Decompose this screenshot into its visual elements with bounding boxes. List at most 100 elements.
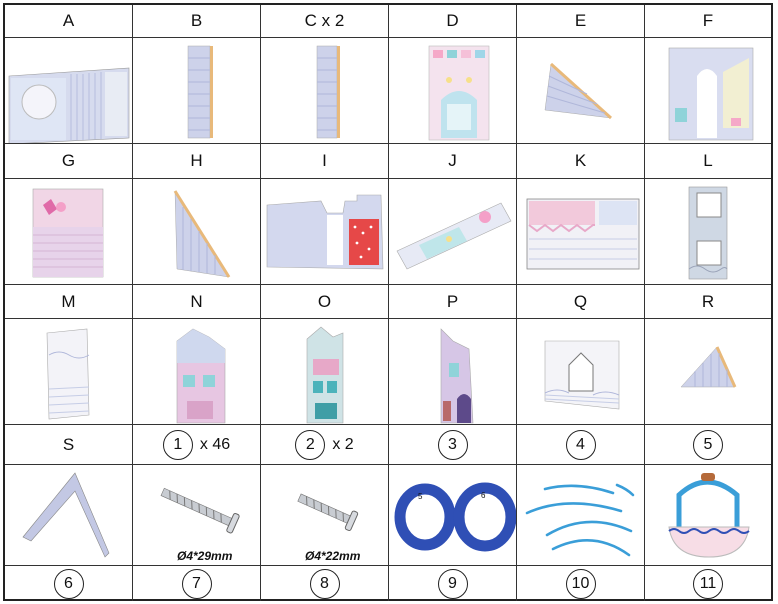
part-label: C x 2 (304, 11, 345, 30)
label-cell-b: B (133, 5, 261, 38)
part-label: D (446, 11, 459, 30)
part-image-e (517, 38, 645, 144)
part-image-h (133, 179, 261, 285)
part-label: E (574, 11, 587, 30)
part-label: J (448, 151, 457, 170)
number-cell-9: 9 (389, 566, 517, 601)
label-cell-1: 1 x 46 (133, 425, 261, 465)
part-image-q (517, 319, 645, 425)
number-cell-11: 11 (645, 566, 771, 601)
label-cell-4: 4 (517, 425, 645, 465)
part-number-badge: 3 (437, 429, 468, 460)
parts-sheet: A B C x 2 D E F (3, 3, 773, 601)
part-label: G (61, 151, 76, 170)
label-cell-l: L (645, 144, 771, 179)
part-image-l (645, 179, 771, 285)
part-image-1: Ø4*29mm (133, 465, 261, 566)
panel-a-illustration (8, 67, 130, 143)
part-image-3: 5 6 (389, 465, 517, 566)
label-cell-a: A (5, 5, 133, 38)
label-cell-k: K (517, 144, 645, 179)
panel-f-illustration (668, 47, 754, 141)
part-image-p (389, 319, 517, 425)
part-image-g (5, 179, 133, 285)
part-label: I (322, 151, 327, 170)
number-cell-7: 7 (133, 566, 261, 601)
panel-m-illustration (46, 328, 90, 420)
panel-p-illustration (440, 328, 474, 424)
label-cell-o: O (261, 285, 389, 319)
part-image-i (261, 179, 389, 285)
label-cell-d: D (389, 5, 517, 38)
label-cell-h: H (133, 144, 261, 179)
part-label: H (190, 151, 203, 170)
panel-h-illustration (173, 190, 231, 278)
part-number-badge: 4 (565, 429, 596, 460)
part-image-f (645, 38, 771, 144)
panel-r-illustration (680, 346, 737, 388)
screw-short-illustration (297, 493, 359, 532)
part-number-badge: 10 (565, 568, 596, 599)
part-number-badge: 5 (693, 429, 723, 460)
part-image-m (5, 319, 133, 425)
ring-label-small: 5 (418, 492, 423, 501)
quantity-label: x 2 (332, 435, 354, 453)
swing-chair-illustration (668, 473, 750, 558)
panel-i-illustration (266, 194, 384, 270)
ring-label-large: 6 (481, 491, 486, 500)
panel-e-illustration (544, 62, 613, 120)
panel-d-illustration (428, 45, 490, 141)
part-label: S (62, 434, 75, 454)
panel-o-illustration (306, 326, 344, 424)
part-image-c (261, 38, 389, 144)
panel-l-illustration (688, 186, 728, 280)
quantity-label: x 46 (199, 435, 231, 453)
part-label: N (190, 291, 203, 311)
hoses-illustration (525, 483, 635, 557)
label-cell-m: M (5, 285, 133, 319)
part-number-badge: 9 (437, 568, 468, 599)
part-image-5 (645, 465, 771, 566)
label-cell-j: J (389, 144, 517, 179)
part-number-badge: 11 (693, 568, 723, 599)
part-number-badge: 7 (181, 568, 212, 599)
part-image-d (389, 38, 517, 144)
label-cell-f: F (645, 5, 771, 38)
part-number-badge: 1 (162, 429, 193, 460)
screw-size-caption: Ø4*29mm (177, 549, 233, 563)
part-label: P (446, 291, 459, 311)
part-image-r (645, 319, 771, 425)
label-cell-p: P (389, 285, 517, 319)
part-number-badge: 6 (53, 568, 84, 599)
part-label: M (61, 291, 76, 311)
label-cell-g: G (5, 144, 133, 179)
screw-size-caption: Ø4*22mm (305, 549, 361, 563)
label-cell-e: E (517, 5, 645, 38)
part-image-4 (517, 465, 645, 566)
label-cell-3: 3 (389, 425, 517, 465)
panel-k-illustration (526, 198, 640, 270)
part-image-j (389, 179, 517, 285)
part-image-k (517, 179, 645, 285)
part-image-b (133, 38, 261, 144)
part-label: O (317, 291, 332, 311)
bracket-s-illustration (22, 472, 110, 558)
part-label: F (702, 11, 714, 30)
part-number-badge: 2 (295, 429, 326, 460)
part-label: A (62, 11, 75, 30)
number-cell-8: 8 (261, 566, 389, 601)
part-image-n (133, 319, 261, 425)
part-label: K (574, 151, 587, 170)
part-image-s (5, 465, 133, 566)
panel-n-illustration (176, 328, 226, 424)
part-label: Q (573, 291, 588, 311)
label-cell-n: N (133, 285, 261, 319)
rings-illustration: 5 6 (394, 482, 516, 552)
part-label: B (190, 11, 203, 30)
part-image-2: Ø4*22mm (261, 465, 389, 566)
panel-c-illustration (316, 45, 340, 139)
label-cell-5: 5 (645, 425, 771, 465)
part-image-a (5, 38, 133, 144)
part-number-badge: 8 (309, 568, 340, 599)
number-cell-10: 10 (517, 566, 645, 601)
